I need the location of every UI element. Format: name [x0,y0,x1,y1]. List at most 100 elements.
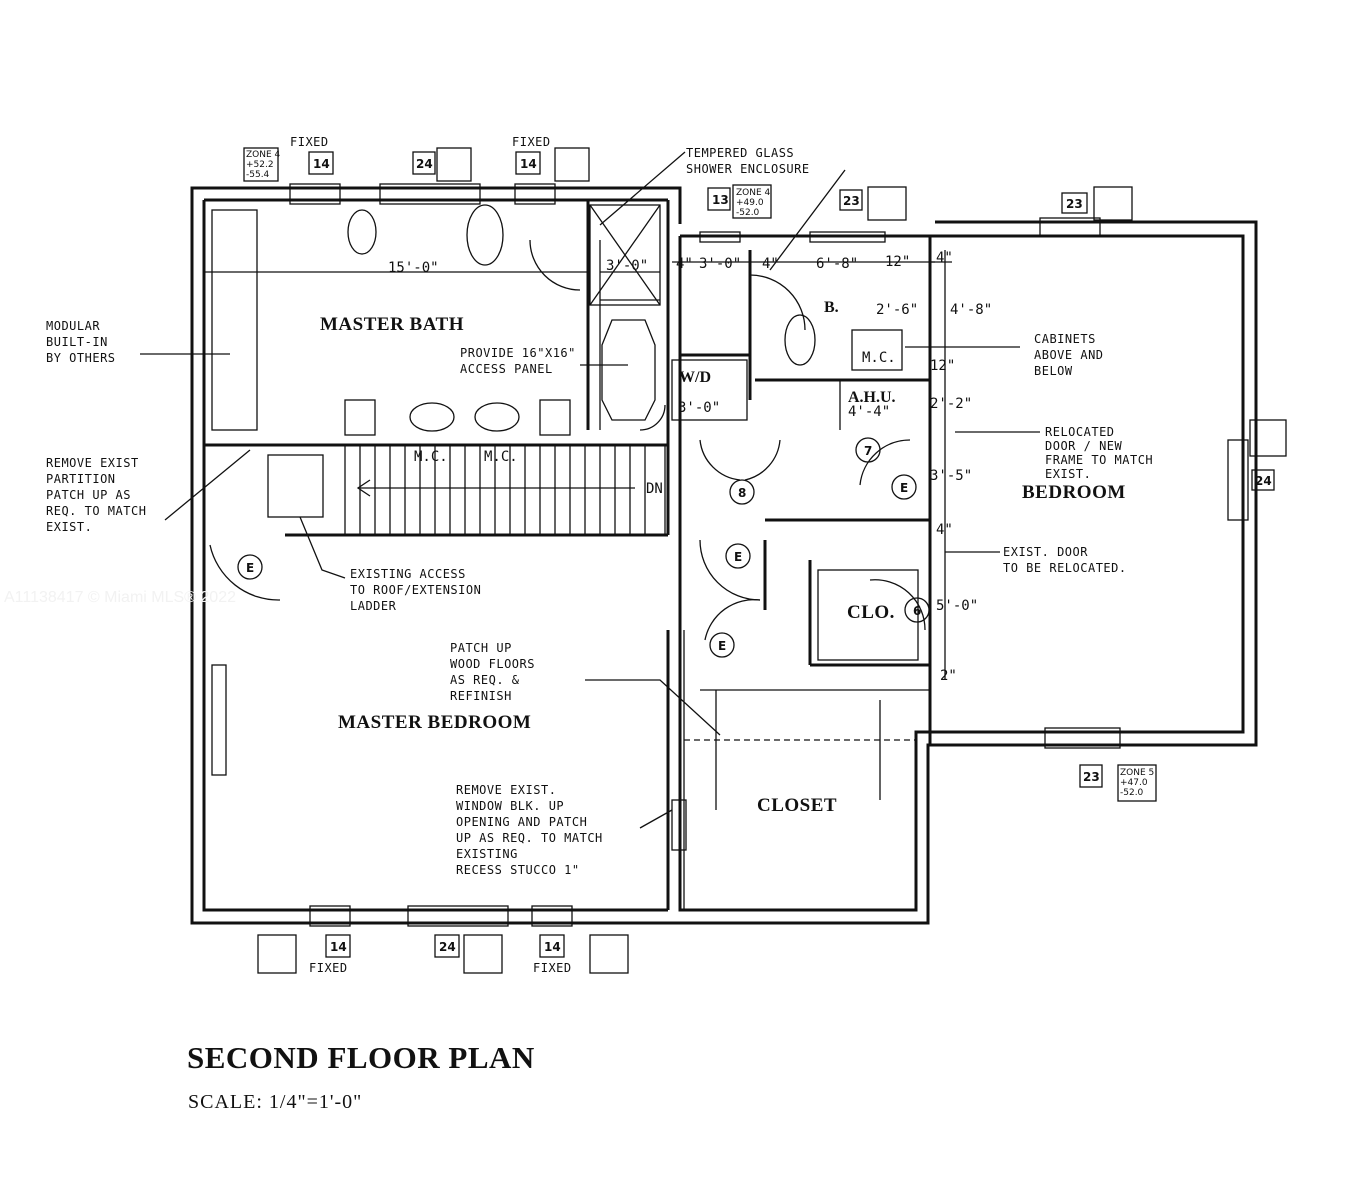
room-label-bedroom: BEDROOM [1022,482,1126,503]
medicine-cabinet-label: M.C. [414,449,448,465]
window-tag: 13 [712,193,729,207]
svg-text:ABOVE AND: ABOVE AND [1034,348,1104,362]
svg-text:REQ. TO MATCH: REQ. TO MATCH [46,504,146,518]
svg-text:RELOCATED: RELOCATED [1045,425,1115,439]
svg-text:REMOVE EXIST.: REMOVE EXIST. [456,783,556,797]
svg-text:TO BE RELOCATED.: TO BE RELOCATED. [1003,561,1127,575]
svg-text:OPENING AND PATCH: OPENING AND PATCH [456,815,587,829]
window-tag: 23 [1083,770,1100,784]
note-cabinets: CABINETS ABOVE AND BELOW [1034,332,1104,378]
window-tag: 14 [520,157,537,171]
window-tag-boxes [243,147,1287,974]
dimension-12b: 12" [930,358,955,374]
svg-text:WOOD FLOORS: WOOD FLOORS [450,657,535,671]
svg-text:FRAME TO MATCH: FRAME TO MATCH [1045,453,1153,467]
dimension-4b: 4" [762,256,779,272]
note-tempered-glass: TEMPERED GLASS SHOWER ENCLOSURE [686,146,810,176]
dimension-lines [204,250,952,680]
dimension-4c: 4" [936,250,953,266]
door-tag: E [900,481,908,495]
sink-fixture [474,402,520,432]
room-label-closet: CLOSET [757,795,837,816]
window-fixed-label: FIXED [533,961,572,975]
medicine-cabinet-label: M.C. [484,449,518,465]
svg-text:EXIST.: EXIST. [46,520,92,534]
dimension-2: 2" [940,668,957,684]
zone-label: -55.4 [246,170,270,180]
svg-text:BUILT-IN: BUILT-IN [46,335,108,349]
door-tag: 8 [738,486,746,500]
svg-text:MODULAR: MODULAR [46,319,100,333]
plan-scale: SCALE: 1/4"=1'-0" [188,1091,363,1113]
svg-text:LADDER: LADDER [350,599,397,613]
dimension-5-0: 5'-0" [936,598,978,614]
dimension-4a: 4" [676,256,693,272]
room-label-master-bath: MASTER BATH [320,314,464,335]
note-access-panel: PROVIDE 16"X16" ACCESS PANEL [460,346,576,376]
room-label-ahu: A.H.U. [848,389,896,406]
note-remove-window: REMOVE EXIST. WINDOW BLK. UP OPENING AND… [456,783,603,877]
leader-lines [140,151,1040,829]
window-fixed-label: FIXED [512,135,551,149]
svg-text:PATCH UP: PATCH UP [450,641,512,655]
window-tag: 14 [313,157,330,171]
sink-fixture [409,402,455,432]
window-tag: 23 [1066,197,1083,211]
dimension-wd: 3'-0" [678,400,720,416]
svg-text:ACCESS PANEL: ACCESS PANEL [460,362,553,376]
svg-text:REFINISH: REFINISH [450,689,512,703]
zone-label: -52.0 [736,208,760,218]
svg-text:CABINETS: CABINETS [1034,332,1096,346]
svg-text:AS REQ. &: AS REQ. & [450,673,520,687]
svg-text:UP AS REQ. TO MATCH: UP AS REQ. TO MATCH [456,831,603,845]
door-tag: E [246,561,254,575]
dimension-2-2: 2'-2" [930,396,972,412]
svg-text:BELOW: BELOW [1034,364,1073,378]
note-modular: MODULAR BUILT-IN BY OTHERS [46,319,116,365]
room-label-clo: CLO. [847,602,895,623]
door-tag: 6 [913,604,921,618]
stair-down-label: DN [646,481,663,497]
window-tag: 24 [439,940,456,954]
window-tag: 14 [544,940,561,954]
zone-label: +52.2 [246,160,274,170]
window-fixed-label: FIXED [290,135,329,149]
dimension-3-5: 3'-5" [930,468,972,484]
window-tag: 14 [330,940,347,954]
svg-text:PARTITION: PARTITION [46,472,116,486]
svg-text:EXIST. DOOR: EXIST. DOOR [1003,545,1088,559]
exterior-walls [190,186,1258,925]
svg-text:REMOVE EXIST: REMOVE EXIST [46,456,139,470]
note-existing-access: EXISTING ACCESS TO ROOF/EXTENSION LADDER [350,567,481,613]
zone-label: +47.0 [1120,778,1148,788]
svg-text:PROVIDE 16"X16": PROVIDE 16"X16" [460,346,576,360]
svg-text:BY OTHERS: BY OTHERS [46,351,116,365]
dimension-bath-width: 15'-0" [388,260,439,276]
medicine-cabinet-label: M.C. [862,350,896,366]
dimension-shower: 3'-0" [606,258,648,274]
svg-text:PATCH UP AS: PATCH UP AS [46,488,131,502]
window-tag: 24 [416,157,433,171]
toilet-fixture [784,314,816,366]
dimension-3-0: 3'-0" [699,256,741,272]
windows [289,183,1249,927]
note-exist-door: EXIST. DOOR TO BE RELOCATED. [1003,545,1127,575]
note-remove-partition: REMOVE EXIST PARTITION PATCH UP AS REQ. … [46,456,146,534]
dimension-ahu: 4'-4" [848,404,890,420]
window-tag: 24 [1255,474,1272,488]
room-label-bath-b: B. [824,299,839,316]
door-tag-circles [237,437,930,658]
door-tag: E [718,639,726,653]
svg-text:TEMPERED GLASS: TEMPERED GLASS [686,146,794,160]
zone-label: +49.0 [736,198,764,208]
plan-title: SECOND FLOOR PLAN [187,1040,535,1075]
svg-text:TO ROOF/EXTENSION: TO ROOF/EXTENSION [350,583,481,597]
svg-text:WINDOW BLK. UP: WINDOW BLK. UP [456,799,564,813]
svg-text:EXISTING ACCESS: EXISTING ACCESS [350,567,466,581]
note-relocated-door: RELOCATED DOOR / NEW FRAME TO MATCH EXIS… [1045,425,1153,481]
svg-text:SHOWER ENCLOSURE: SHOWER ENCLOSURE [686,162,810,176]
dimension-2-6: 2'-6" [876,302,918,318]
fixtures [211,204,919,851]
toilet-fixture [466,204,504,266]
